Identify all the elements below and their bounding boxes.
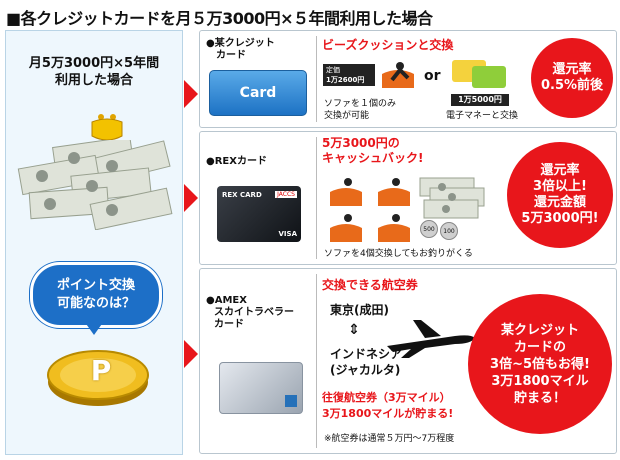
panel3-badge-line2: カードの — [513, 339, 566, 355]
panel3-heading: 交換できる航空券 — [322, 278, 418, 292]
rex-bills-icon — [416, 176, 492, 222]
point-coin-letter: P — [90, 354, 112, 387]
rex-card-name: ●REXカード — [206, 156, 267, 167]
route-from: 東京(成田) — [330, 303, 389, 317]
panel2-badge-line1: 還元率 — [540, 163, 580, 178]
left-line-2: 利用した場合 — [54, 73, 133, 88]
panel1-badge-line2: 0.5%前後 — [540, 78, 604, 93]
amex-card-image — [219, 362, 303, 414]
coin-100: 100 — [440, 222, 458, 240]
or-text: or — [424, 68, 441, 84]
panel3-note: ※航空券は通常５万円～7万程度 — [324, 434, 455, 444]
panel2-badge: 還元率 3倍以上! 還元金額 5万3000円! — [507, 142, 613, 248]
amex-card-name-line1: ●AMEX — [206, 295, 247, 306]
emoney-cards-icon — [450, 56, 510, 90]
route-to-line1: インドネシア — [330, 347, 403, 361]
airplane-icon — [385, 316, 477, 360]
panel3-result: 往復航空券（3万マイル） 3万1800マイルが貯まる! — [322, 390, 453, 422]
rex-card-logo: JACCS — [275, 191, 297, 198]
left-condition-text: 月5万3000円×5年間 利用した場合 — [5, 55, 183, 89]
card1-name: ●某クレジット カード — [206, 38, 275, 62]
amex-card-name: ●AMEX スカイトラベラー カード — [206, 295, 294, 331]
amex-logo-icon — [285, 395, 297, 407]
panel1-heading: ビーズクッションと交換 — [322, 38, 454, 52]
bubble-line-1: ポイント交換 — [56, 278, 135, 293]
panel2-heading-line1: 5万3000円の — [322, 136, 400, 150]
panel1-badge-line1: 還元率 — [552, 62, 592, 77]
arrow-panel1 — [184, 80, 198, 108]
price-tag-1: 定価 1万2600円 — [323, 64, 375, 86]
route-to: インドネシア (ジャカルタ) — [330, 346, 402, 378]
four-sofas-icon — [328, 174, 418, 246]
panel2-heading-line2: キャッシュバック! — [322, 151, 424, 165]
amex-card-name-line2: スカイトラベラー — [214, 307, 294, 318]
money-bills-icon — [12, 136, 177, 231]
panel3-badge: 某クレジット カードの 3倍~5倍もお得! 3万1800マイル 貯まる！ — [468, 294, 612, 434]
bubble-line-2: 可能なのは？ — [56, 296, 135, 311]
card1-image-label: Card — [239, 85, 277, 101]
panel3-badge-line3: 3倍~5倍もお得! — [490, 356, 590, 372]
sofa-icon — [380, 60, 416, 90]
panel1-divider — [316, 36, 317, 122]
panel2-heading: 5万3000円の キャッシュバック! — [322, 136, 423, 166]
point-coin-icon — [46, 342, 150, 408]
coin-500: 500 — [420, 220, 438, 238]
panel1-badge: 還元率 0.5%前後 — [531, 38, 613, 118]
page-title: ■各クレジットカードを月５万3000円×５年間利用した場合 — [6, 9, 433, 28]
panel1-left-note-line2: 交換が可能 — [324, 111, 370, 121]
panel3-badge-line5: 貯まる！ — [513, 390, 566, 406]
panel3-divider — [316, 274, 317, 448]
panel2-divider — [316, 137, 317, 259]
price-tag-1-line2: 1万2600円 — [326, 76, 365, 84]
panel2-badge-line4: 5万3000円! — [521, 211, 599, 226]
route-arrows-icon: ⇕ — [348, 322, 360, 338]
arrow-panel2 — [184, 184, 198, 212]
card1-name-line2: カード — [216, 50, 246, 61]
panel1-left-note: ソファを１個のみ 交換が可能 — [324, 98, 396, 122]
card1-image: Card — [209, 70, 307, 116]
panel1-right-note: 電子マネーと交換 — [446, 111, 519, 121]
rex-card-brand: REX CARD — [222, 191, 262, 199]
card1-name-line1: ●某クレジット — [206, 38, 275, 49]
rex-card-visa: VISA — [278, 230, 297, 238]
panel2-note: ソファを4個交換してもお釣りがくる — [324, 249, 473, 259]
left-line-1: 月5万3000円×5年間 — [28, 56, 160, 71]
bubble-tail — [84, 321, 104, 335]
amex-card-name-line3: カード — [214, 319, 244, 330]
panel3-badge-line4: 3万1800マイル — [491, 373, 589, 389]
route-to-line2: (ジャカルタ) — [330, 363, 401, 377]
price-tag-2: 1万5000円 — [451, 94, 509, 106]
panel2-badge-line3: 還元金額 — [533, 195, 586, 210]
rex-card-image: REX CARD JACCS VISA — [217, 186, 301, 242]
purse-icon — [88, 112, 126, 144]
panel2-badge-line2: 3倍以上! — [533, 179, 587, 194]
price-tag-1-line1: 定価 — [326, 66, 340, 74]
arrow-panel3 — [184, 340, 198, 368]
panel3-badge-line1: 某クレジット — [500, 322, 579, 338]
point-exchange-bubble: ポイント交換 可能なのは？ — [30, 262, 162, 328]
panel3-result-line1: 往復航空券（3万マイル） — [322, 391, 451, 404]
panel1-left-note-line1: ソファを１個のみ — [324, 99, 397, 109]
panel3-result-line2: 3万1800マイルが貯まる! — [322, 407, 454, 420]
